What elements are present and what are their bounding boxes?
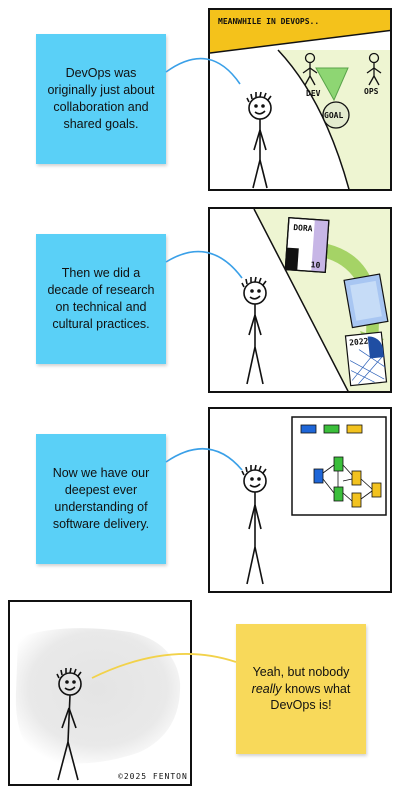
panel-4-art <box>15 628 181 781</box>
header-band <box>210 10 390 53</box>
main-stick-figure-1 <box>246 91 272 189</box>
ops-label: OPS <box>364 87 379 96</box>
box-green <box>323 424 340 434</box>
svg-text:DORA: DORA <box>293 223 313 233</box>
main-stick-figure-4 <box>56 667 82 781</box>
progress-arrow <box>322 244 379 339</box>
comic-panel-3 <box>208 407 392 593</box>
comic-panel-4: ©2025 FENTON <box>8 600 192 786</box>
sticky-note-3-text: Now we have our deepest ever understandi… <box>52 466 150 531</box>
sticky-note-2: Then we did a decade of research on tech… <box>36 234 166 364</box>
report-2022-icon: 2022 <box>344 331 388 387</box>
box-blue <box>300 424 317 434</box>
goal-circle <box>322 101 350 129</box>
main-stick-figure-3 <box>241 464 267 585</box>
dora-report-icon: DORA 10 <box>284 216 330 274</box>
dev-label: DEV <box>306 89 321 98</box>
wedge-edge <box>277 49 350 189</box>
goal-label: GOAL <box>324 111 343 120</box>
panel-1-art: MEANWHILE IN DEVOPS.. DEV OPS GOAL <box>210 10 390 189</box>
sticky-note-3: Now we have our deepest ever understandi… <box>36 434 166 564</box>
dev-figure <box>302 52 318 86</box>
copyright-caption: ©2025 FENTON <box>118 772 188 781</box>
svg-text:10: 10 <box>310 260 320 270</box>
panel-3-art <box>241 416 387 585</box>
sticky-note-1: DevOps was originally just about collabo… <box>36 34 166 164</box>
note-4-line-1: Yeah, but nobody <box>252 664 350 679</box>
flow-diagram <box>313 456 382 508</box>
panel-2-art: DORA 10 2022 <box>241 209 390 391</box>
comic-panel-1: MEANWHILE IN DEVOPS.. DEV OPS GOAL <box>208 8 392 191</box>
blue-report-icon <box>343 273 389 329</box>
note-4-line-2: knows what DevOps is! <box>270 681 351 713</box>
sticky-note-1-text: DevOps was originally just about collabo… <box>47 66 155 131</box>
note-4-emphasis: really <box>251 681 282 696</box>
sticky-note-4: Yeah, but nobody really knows what DevOp… <box>236 624 366 754</box>
fog-cloud <box>15 628 181 764</box>
header-text: MEANWHILE IN DEVOPS.. <box>218 17 319 26</box>
main-stick-figure-2 <box>241 276 267 385</box>
svg-text:2022: 2022 <box>349 337 369 348</box>
collab-triangle <box>315 67 349 102</box>
sticky-note-4-text: Yeah, but nobody really knows what DevOp… <box>246 664 356 715</box>
box-yellow <box>346 424 363 434</box>
ops-figure <box>366 52 382 86</box>
sticky-note-2-text: Then we did a decade of research on tech… <box>47 266 155 331</box>
comic-panel-2: DORA 10 2022 <box>208 207 392 393</box>
